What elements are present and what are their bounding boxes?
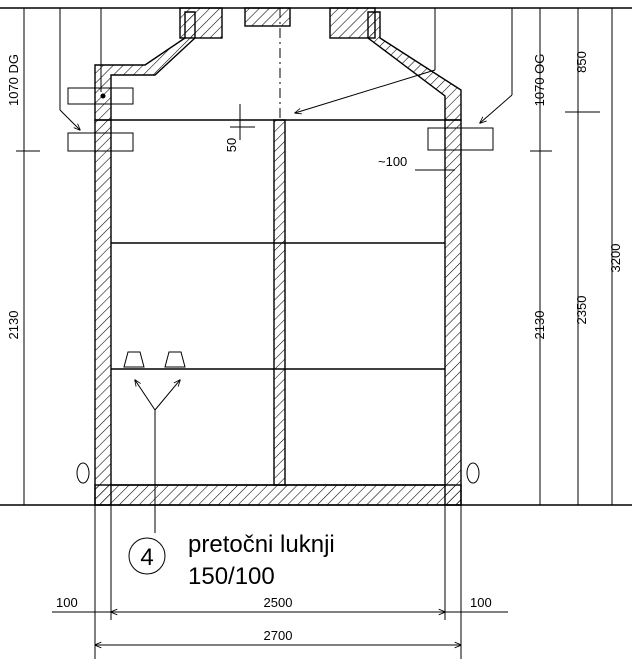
inlet-pipe-left xyxy=(67,132,134,152)
callout-label-1: pretočni luknji xyxy=(188,531,335,558)
pipes xyxy=(67,87,494,152)
bottom-dimensions xyxy=(52,505,508,659)
neck-right xyxy=(329,7,376,39)
dim-right-2350: 2350 xyxy=(574,296,589,325)
center-partition xyxy=(273,119,286,486)
left-dimensions xyxy=(16,8,40,506)
dim-bottom-right-100: 100 xyxy=(470,595,492,610)
right-foot xyxy=(466,462,480,484)
bottom-slab xyxy=(94,484,462,506)
neck-center xyxy=(244,7,291,27)
left-wall xyxy=(94,119,112,506)
outlet-pipe-right xyxy=(427,127,494,151)
dim-left-1070: 1070 DG xyxy=(6,54,21,106)
neck-left xyxy=(179,7,223,39)
flow-holes xyxy=(123,351,186,533)
callout-circle xyxy=(128,537,166,575)
dim-left-2130: 2130 xyxy=(6,311,21,340)
dim-bottom-2700: 2700 xyxy=(264,628,293,643)
right-dimensions xyxy=(530,8,620,506)
dim-pipe-offset: ~100 xyxy=(378,154,407,169)
tank-walls xyxy=(94,7,462,506)
callout-label-2: 150/100 xyxy=(188,563,275,590)
dim-right-2130: 2130 xyxy=(532,311,547,340)
dim-bottom-2500: 2500 xyxy=(264,595,293,610)
right-wall xyxy=(444,119,462,506)
right-shoulder xyxy=(367,11,462,121)
inner-levels xyxy=(111,119,445,486)
left-foot xyxy=(76,462,90,484)
callout-number: 4 xyxy=(140,544,153,571)
dim-gap-50: 50 xyxy=(224,138,239,152)
dim-right-850: 850 xyxy=(574,51,589,73)
dim-right-1070: 1070 OG xyxy=(532,54,547,107)
dim-right-3200: 3200 xyxy=(608,244,623,273)
dim-bottom-left-100: 100 xyxy=(56,595,78,610)
leaders xyxy=(59,8,513,130)
